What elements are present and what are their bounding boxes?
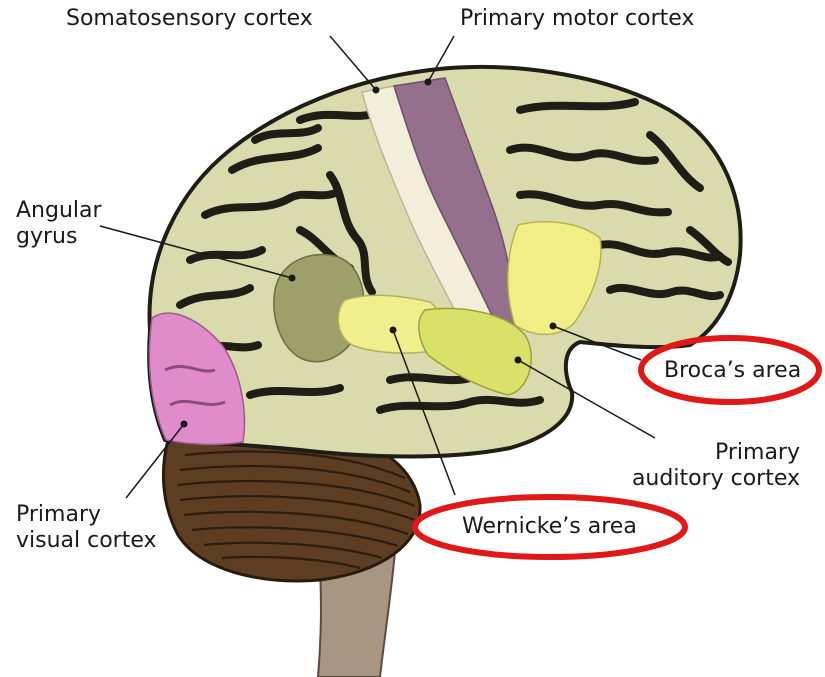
- label-somatosensory-cortex: Somatosensory cortex: [66, 6, 313, 32]
- label-wernickes-area: Wernicke’s area: [462, 514, 637, 540]
- label-primary-motor-cortex: Primary motor cortex: [460, 6, 694, 32]
- label-brocas-area: Broca’s area: [664, 358, 801, 384]
- label-primary-auditory-cortex: Primary auditory cortex: [600, 440, 800, 492]
- label-angular-gyrus: Angular gyrus: [16, 198, 102, 250]
- label-primary-visual-cortex-line2: visual cortex: [16, 528, 157, 554]
- label-angular-gyrus-line1: Angular: [16, 198, 102, 224]
- label-angular-gyrus-line2: gyrus: [16, 224, 102, 250]
- label-primary-auditory-cortex-line2: auditory cortex: [600, 466, 800, 492]
- label-primary-auditory-cortex-line1: Primary: [600, 440, 800, 466]
- label-primary-visual-cortex-line1: Primary: [16, 502, 157, 528]
- label-primary-visual-cortex: Primary visual cortex: [16, 502, 157, 554]
